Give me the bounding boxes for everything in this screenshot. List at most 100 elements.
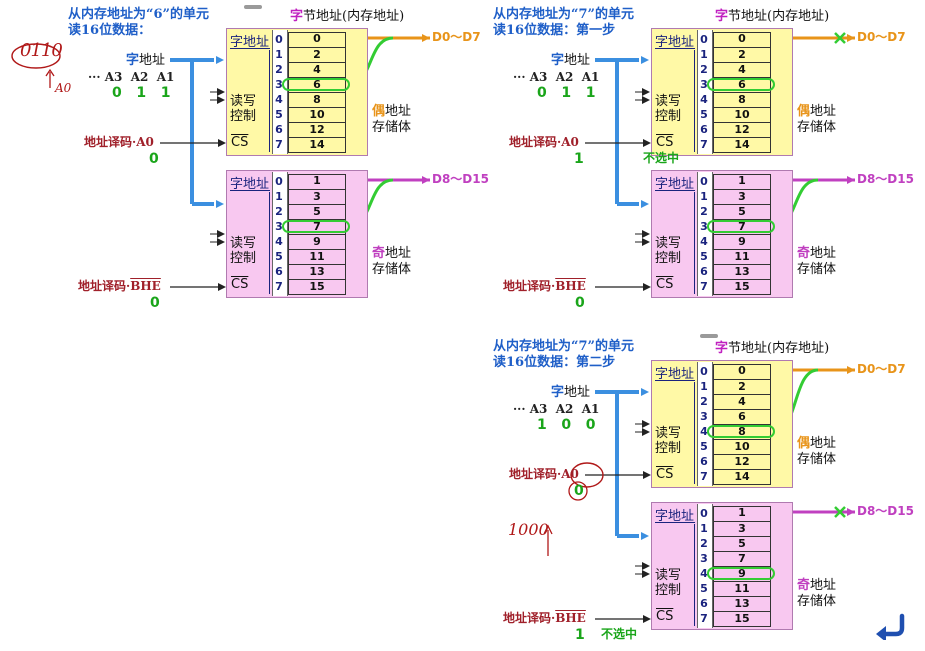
panel-3-odd-word-index: 4 [700, 567, 708, 580]
panel-3-even-label-rule [655, 380, 695, 381]
panel-3-even-word-index: 1 [700, 380, 708, 393]
panel-2-even-select-note: 不选中 [643, 151, 680, 165]
panel-2-odd-bank-name-2: 存储体 [797, 262, 837, 277]
panel-3-odd-word-index: 2 [700, 537, 708, 550]
panel-2-odd-memory-cell: 3 [714, 189, 770, 204]
panel-3-even-rw-arrow [642, 428, 650, 436]
panel-3-even-memory-cell: 12 [714, 454, 770, 469]
panel-1-odd-memory-cell: 15 [289, 279, 345, 294]
panel-3-address-arrow-even [641, 388, 649, 396]
panel-1-odd-word-index: 7 [275, 280, 283, 293]
panel-1-odd-word-index-column [272, 172, 288, 296]
panel-1-odd-selected-cell-highlight [282, 220, 350, 233]
panel-3-even-cs-arrow [643, 471, 651, 479]
panel-1-word-address-label: 字地址 [126, 54, 165, 67]
panel-3-odd-array-frame [713, 506, 771, 627]
panel-3-even-word-index: 0 [700, 365, 708, 378]
panel-3-odd-selected-cell-highlight [707, 567, 775, 580]
panel-2-even-chip-select-label: CS [656, 135, 674, 150]
panel-3-even-word-index: 3 [700, 410, 708, 423]
panel-3-even-memory-cell: 4 [714, 394, 770, 409]
panel-2-title-line-1: 从内存地址为“7”的单元 [493, 7, 635, 22]
panel-1-odd-chip-select-label: CS [231, 277, 249, 292]
panel-3-odd-blocked-mark [834, 506, 846, 518]
panel-3-even-memory-cell: 10 [714, 439, 770, 454]
panel-1-even-memory-cell: 2 [289, 47, 345, 62]
panel-1-even-memory-cell: 10 [289, 107, 345, 122]
panel-1-odd-select-label: 地址译码·BHE [78, 280, 161, 292]
panel-3-odd-select-note: 不选中 [601, 627, 638, 641]
panel-1-address-arrow-even [216, 56, 224, 64]
panel-2-byte-rest: 节地址(内存地址) [728, 9, 830, 24]
panel-1-even-word-index: 3 [275, 78, 283, 91]
panel-2-odd-word-index: 4 [700, 235, 708, 248]
panel-3-odd-select-signal: BHE [555, 611, 586, 625]
panel-2-even-select-signal: A0 [561, 135, 579, 149]
panel-1-even-word-index: 2 [275, 63, 283, 76]
panel-1-odd-memory-cell: 9 [289, 234, 345, 249]
panel-2-even-word-address-label: 字地址 [655, 35, 695, 50]
panel-1-odd-bus-label: D8～D15 [432, 172, 489, 186]
panel-1-even-rw-control-label-2: 控制 [230, 109, 257, 124]
panel-2-odd-label-rule [655, 190, 695, 191]
return-arrow-icon[interactable] [872, 608, 912, 640]
panel-1-title-line-2: 读16位数据： [68, 23, 152, 38]
panel-3-address-pins: ··· A3 A2 A1 [513, 402, 600, 416]
panel-2-odd-word-index-column [697, 172, 713, 296]
panel-3-even-word-index: 4 [700, 425, 708, 438]
panel-3-even-select-signal: A0 [561, 467, 579, 481]
panel-1-odd-bus-arrow-right [422, 176, 430, 184]
panel-2-odd-cs-arrow [643, 283, 651, 291]
panel-1-odd-label-rule [230, 190, 270, 191]
panel-3-byte-rest: 节地址(内存地址) [728, 341, 830, 356]
panel-3-even-memory-cell: 14 [714, 469, 770, 484]
panel-1-odd-decoder-line [269, 192, 270, 294]
panel-2-odd-rw-control-label-2: 控制 [655, 251, 682, 266]
panel-3-title-line-2: 读16位数据：第二步 [493, 355, 616, 370]
panel-2-odd-decoder-line [694, 192, 695, 294]
panel-2-even-bank-address-word: 地址 [810, 104, 837, 119]
panel-3-even-memory-cell: 6 [714, 409, 770, 424]
panel-1-odd-rw-control-label-1: 读写 [230, 236, 257, 251]
panel-1-odd-memory-cell: 5 [289, 204, 345, 219]
panel-1-even-label-rule [230, 48, 270, 49]
panel-3-odd-rw-control-label-2: 控制 [655, 583, 682, 598]
panel-2-address-bits: 0 1 1 [537, 85, 596, 101]
panel-1-even-rw-arrow [217, 88, 225, 96]
panel-2-even-word-index: 4 [700, 93, 708, 106]
panel-1-even-bank-address-word: 地址 [385, 104, 412, 119]
panel-3-odd-word-index: 3 [700, 552, 708, 565]
panel-1-even-word-index: 5 [275, 108, 283, 121]
panel-2-odd-memory-cell: 1 [738, 174, 746, 187]
panel-2-even-bank-name-2: 存储体 [797, 120, 837, 135]
panel-3-odd-memory-cell: 13 [714, 596, 770, 611]
panel-1-odd-array-frame [288, 174, 346, 295]
panel-3-odd-bank-name-1: 奇地址 [797, 578, 836, 593]
panel-2-odd-memory-cell: 13 [714, 264, 770, 279]
handwritten-note-0110: 0110 [20, 40, 63, 61]
panel-3-word-rest: 地址 [564, 385, 591, 400]
panel-2-even-memory-cell: 12 [714, 122, 770, 137]
panel-2-title-line-2: 读16位数据：第一步 [493, 23, 616, 38]
panel-2-word-address-label: 字地址 [551, 54, 590, 67]
panel-2-even-memory-cell: 6 [714, 77, 770, 92]
panel-2-odd-array-frame [713, 174, 771, 295]
panel-1-odd-select-prefix: 地址译码· [78, 279, 131, 293]
panel-divider-handle [244, 5, 262, 9]
panel-2-address-arrow-even [641, 56, 649, 64]
panel-2-even-word-index: 6 [700, 123, 708, 136]
panel-1-odd-memory-cell: 11 [289, 249, 345, 264]
panel-2-word-rest: 地址 [564, 53, 591, 68]
panel-1-odd-select-value: 0 [150, 295, 160, 311]
panel-1-even-memory-cell: 0 [313, 32, 321, 45]
panel-2-odd-memory-cell: 15 [714, 279, 770, 294]
panel-1-odd-word-index: 4 [275, 235, 283, 248]
panel-1-odd-word-index: 1 [275, 190, 283, 203]
panel-2-odd-select-value: 0 [575, 295, 585, 311]
panel-3-byte-address-header: 字节地址(内存地址) [715, 342, 829, 355]
panel-2-even-label-rule [655, 48, 695, 49]
panel-3-even-select-label: 地址译码·A0 [509, 468, 579, 480]
panel-3-a0-circle-mark [570, 462, 604, 488]
panel-1-even-word-index-column [272, 30, 288, 154]
panel-3-odd-bank-name-2: 存储体 [797, 594, 837, 609]
